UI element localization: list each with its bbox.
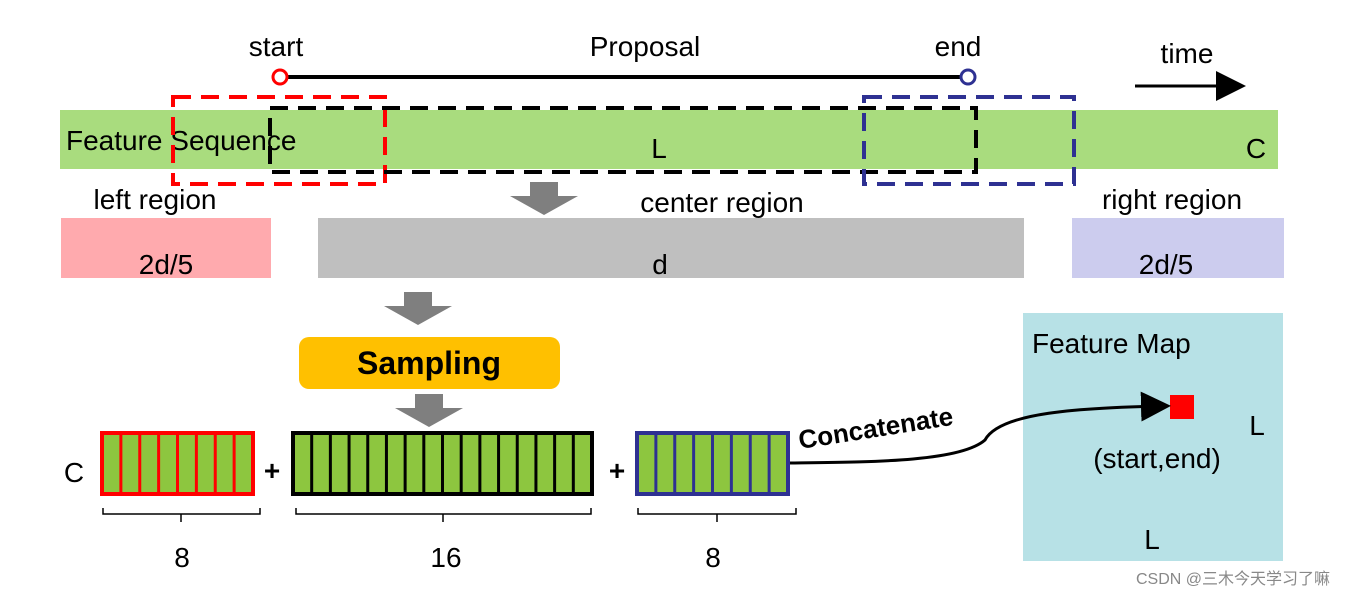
center-region-label: center region <box>640 187 803 218</box>
right-region-label: right region <box>1102 184 1242 215</box>
plus-sign: + <box>609 455 625 486</box>
left-region-size: 2d/5 <box>139 249 194 280</box>
sequence-length-label: L <box>651 133 667 164</box>
left-bin-count: 8 <box>174 542 190 573</box>
proposal-title: Proposal <box>590 31 701 62</box>
center-region-size: d <box>652 249 668 280</box>
start-marker <box>271 68 289 86</box>
concatenate-arrow <box>789 391 1171 465</box>
watermark: CSDN @三木今天学习了嘛 <box>1136 570 1330 588</box>
left-brace <box>102 508 261 522</box>
feature-map-height-label: L <box>1249 410 1265 441</box>
left-bins <box>100 431 255 496</box>
center-bin-count: 16 <box>430 542 461 573</box>
right-region-size: 2d/5 <box>1139 249 1194 280</box>
center-brace <box>295 508 592 522</box>
time-label: time <box>1161 38 1214 69</box>
right-region-bar <box>1072 218 1284 278</box>
start-label: start <box>249 31 304 62</box>
right-brace <box>637 508 797 522</box>
left-region-box <box>171 95 387 186</box>
feature-map-title: Feature Map <box>1032 328 1191 359</box>
concatenate-label: Concatenate <box>796 401 955 455</box>
plus-sign: + <box>264 455 280 486</box>
center-region-bar <box>318 218 1024 278</box>
center-bins <box>291 431 594 496</box>
feature-map-box <box>1023 313 1283 561</box>
right-bins <box>635 431 790 496</box>
feature-map-marker <box>1170 395 1194 419</box>
sampling-box <box>299 337 560 389</box>
sampling-label: Sampling <box>357 345 501 381</box>
right-bin-count: 8 <box>705 542 721 573</box>
proposal-line <box>271 68 977 86</box>
sequence-channel-label: C <box>1246 133 1266 164</box>
end-label: end <box>935 31 982 62</box>
bins-channel-label: C <box>64 457 84 488</box>
center-region-box <box>268 106 978 174</box>
feature-map-width-label: L <box>1144 524 1160 555</box>
down-arrow-icon <box>384 292 452 325</box>
right-region-box <box>862 95 1076 186</box>
end-marker <box>959 68 977 86</box>
left-region-label: left region <box>94 184 217 215</box>
feature-sequence-label: Feature Sequence <box>66 125 296 156</box>
down-arrow-icon <box>510 182 578 215</box>
down-arrow-icon <box>395 394 463 427</box>
feature-map-point-label: (start,end) <box>1093 443 1221 474</box>
left-region-bar <box>61 218 271 278</box>
